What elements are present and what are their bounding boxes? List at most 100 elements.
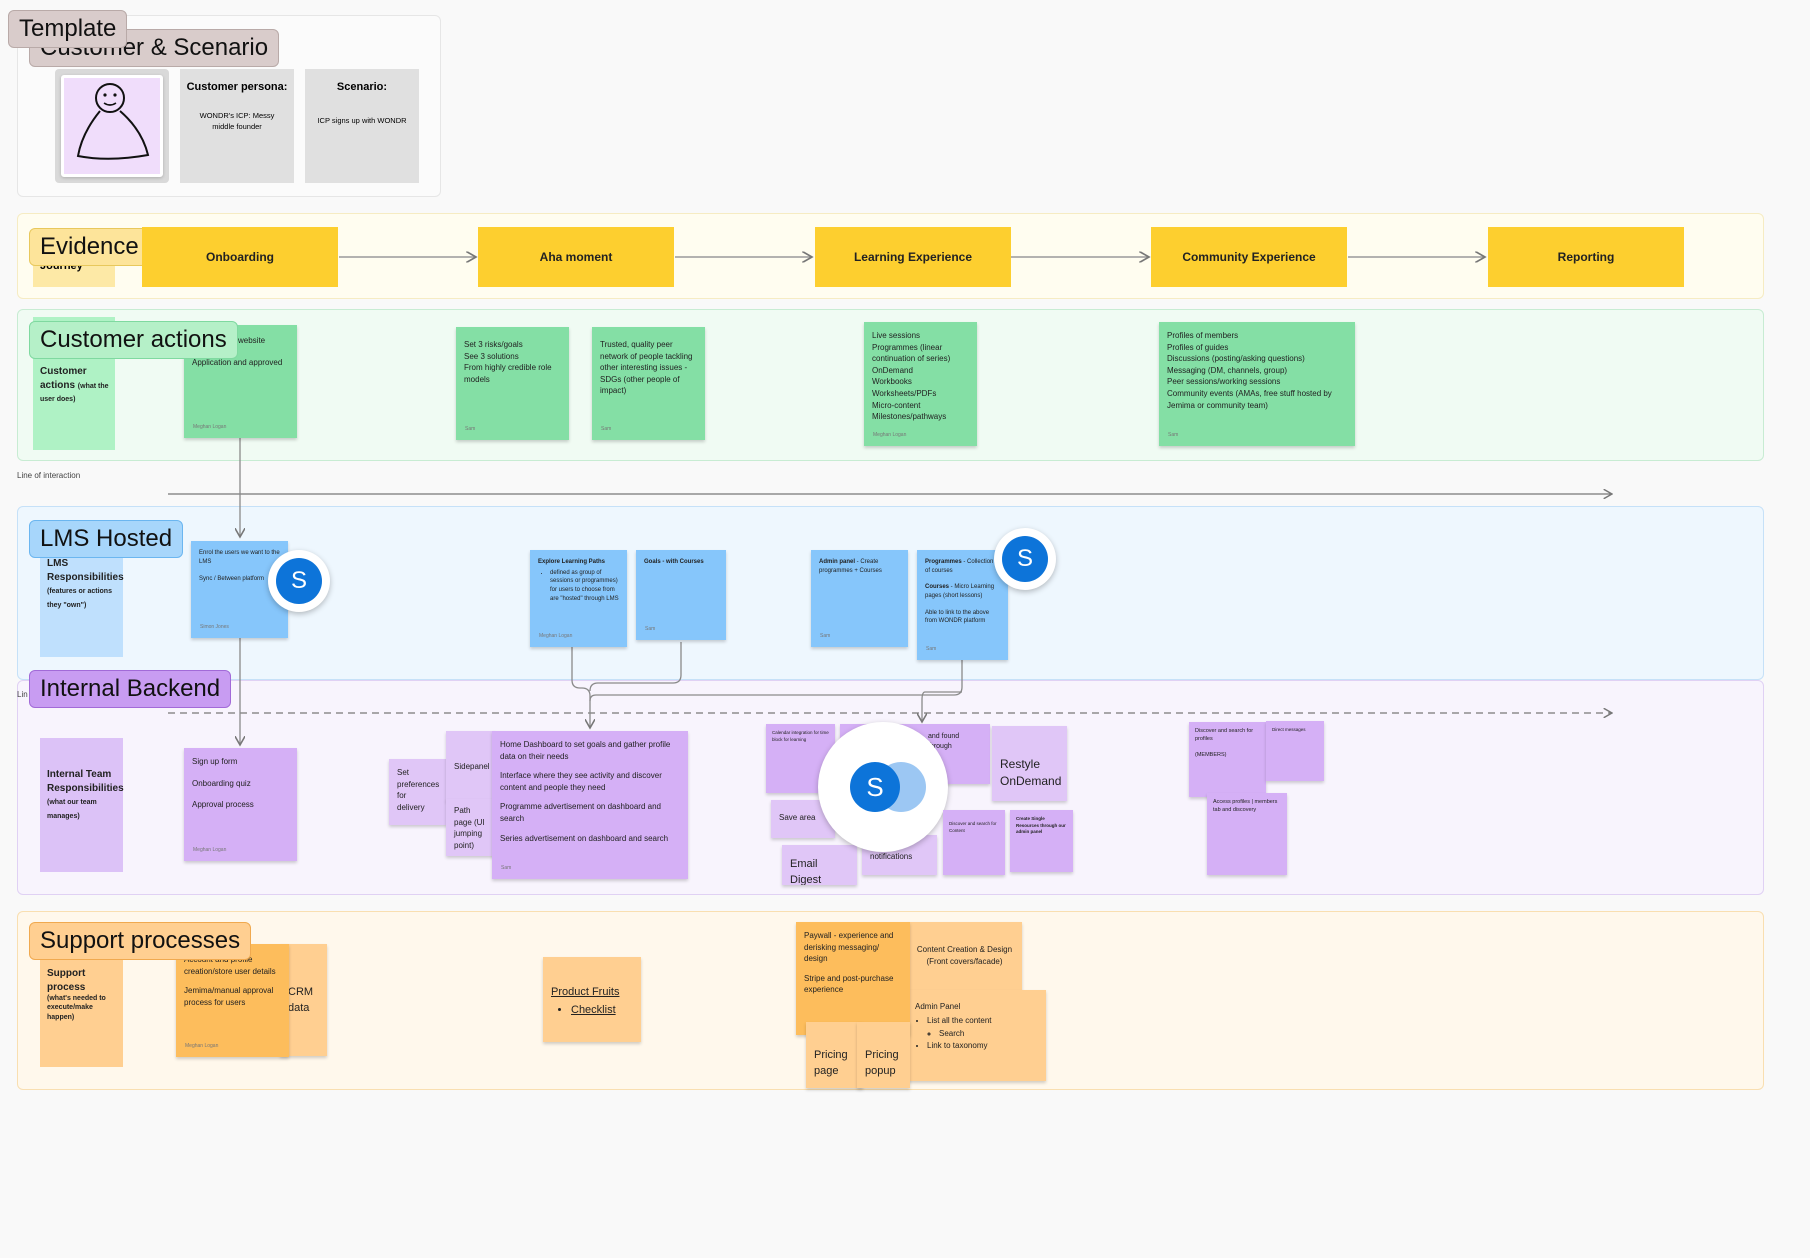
sticky-explore-learning-paths[interactable]: Explore Learning Paths defined as group … [530,550,627,647]
sticky-peer-network[interactable]: Trusted, quality peer network of people … [592,327,705,440]
sticky-text: Sidepanel [454,762,490,771]
sticky-author: Meghan Logan [185,1042,219,1049]
sticky-text: Profiles of members Profiles of guides D… [1167,331,1332,410]
sticky-community-features[interactable]: Profiles of members Profiles of guides D… [1159,322,1355,446]
sticky-author: Meghan Logan [873,431,907,438]
section-tag-lms-hosted: LMS Hosted [29,520,184,558]
sticky-author: Meghan Logan [193,846,227,853]
persona-illustration [61,75,163,177]
sticky-access-profiles[interactable]: Access profiles | members tab and discov… [1207,793,1287,875]
sticky-admin-panel[interactable]: Admin panel - Create programmes + Course… [811,550,908,647]
sticky-programmes-courses[interactable]: Programmes - Collection of courses Cours… [917,550,1008,660]
row-label-main: Customer actions [40,366,87,391]
sticky-title: Courses [925,584,950,591]
sticky-text: Access profiles | members tab and discov… [1213,799,1278,813]
sticky-home-dashboard[interactable]: Home Dashboard to set goals and gather p… [492,731,688,879]
sticky-text: Create Single Resources through our admi… [1016,816,1066,835]
stage-aha-moment: Aha moment [478,227,674,287]
sticky-set-preferences[interactable]: Set preferences for delivery [389,759,447,825]
sticky-title: Admin panel [819,559,856,565]
sticky-bullet-nested: Search [927,1028,1038,1040]
sticky-text: Restyle OnDemand [1000,757,1062,789]
sticky-bullet: List all the content [927,1015,1038,1027]
sticky-discover-content[interactable]: Discover and search for Content [943,810,1005,875]
sticky-bullets: List all the content Search Link to taxo… [915,1015,1038,1052]
sticky-line: Sync / Between platform [199,576,265,583]
support-row-text: Support process (what's needed to execut… [47,967,121,1022]
row-label-main: Internal Team Responsibilities [47,769,124,794]
sticky-text: notifications [870,851,913,861]
sticky-restyle-ondemand[interactable]: Restyle OnDemand [992,726,1067,801]
sticky-text: Content Creation & Design (Front covers/… [916,945,1013,966]
sticky-product-fruits[interactable]: Product Fruits Checklist [543,957,641,1042]
sticky-text: Direct messages [1272,727,1306,732]
sticky-text: Path page (UI jumping point) [454,806,485,850]
collaborator-avatar[interactable]: S [268,550,330,612]
sticky-risks-goals[interactable]: Set 3 risks/goals See 3 solutions From h… [456,327,569,440]
sticky-pricing-popup[interactable]: Pricing popup [857,1022,910,1088]
sticky-link[interactable]: Product Fruits [551,986,620,998]
sticky-sidepanel[interactable]: Sidepanel [446,731,496,801]
template-label: Template [8,10,128,48]
support-row-label: Support process (what's needed to execut… [40,943,123,1067]
sticky-learning-formats[interactable]: Live sessions Programmes (linear continu… [864,322,977,446]
sticky-text: Pricing popup [865,1049,899,1077]
section-tag-evidence: Evidence [29,228,150,266]
sticky-line: Enrol the users we want to the LMS [199,550,280,565]
sticky-account-creation[interactable]: Account and profile creation/store user … [176,944,289,1057]
sticky-author: Sam [926,645,937,652]
stage-community-experience: Community Experience [1151,227,1347,287]
row-label-sub: (what the user does) [40,382,109,404]
sticky-content-creation[interactable]: Content Creation & Design (Front covers/… [907,922,1022,997]
sticky-text: Discover and search for Content [949,821,997,833]
row-label-main: Support process [47,968,86,993]
sticky-author: Simon Jones [200,623,229,630]
scenario-text: ICP signs up with WONDR [317,116,407,125]
sticky-single-resources[interactable]: Create Single Resources through our admi… [1010,810,1073,872]
sticky-path-page[interactable]: Path page (UI jumping point) [446,799,496,856]
stage-onboarding: Onboarding [142,227,338,287]
sticky-title: Explore Learning Paths [538,559,606,565]
sticky-author: Sam [601,425,612,432]
sticky-pricing-page[interactable]: Pricing page [806,1022,863,1088]
collaborator-avatar[interactable]: S [994,528,1056,590]
persona-text: WONDR's ICP: Messy middle founder [199,111,275,131]
sticky-author: Sam [1168,431,1179,438]
sticky-line: Interface where they see activity and di… [500,771,662,792]
sticky-paywall[interactable]: Paywall - experience and derisking messa… [796,922,910,1035]
sticky-goals-courses[interactable]: Goals - with Courses Sam [636,550,726,640]
sticky-author: Sam [465,425,476,432]
sticky-text: Programmes - Collection of courses [925,558,1000,575]
sticky-line: website [238,336,266,345]
sticky-text: CRM data [288,986,314,1014]
avatar-initial: S [850,762,900,812]
sticky-text: Calendar integration for time block for … [772,730,829,742]
sticky-line: - Create programmes + Courses [819,559,882,574]
sticky-email-digest[interactable]: Email Digest [782,845,857,885]
row-label-sub: (what our team manages) [47,799,97,820]
scenario-box: Scenario: ICP signs up with WONDR [305,69,419,183]
sticky-line: Home Dashboard to set goals and gather p… [500,740,671,761]
sticky-text: Pricing page [814,1049,848,1077]
sticky-title: Programmes [925,559,962,565]
sticky-line: Programme advertisement on dashboard and… [500,802,661,823]
sticky-admin-panel-support[interactable]: Admin Panel List all the content Search … [907,990,1046,1081]
sticky-text: Discover and search for profiles (MEMBER… [1195,728,1254,758]
sticky-link[interactable]: Checklist [571,1003,633,1019]
sticky-text: and found through [928,733,960,751]
section-tag-support-processes: Support processes [29,922,252,960]
sticky-direct-messages[interactable]: Direct messages [1266,721,1324,781]
avatar-initial: S [1002,536,1048,582]
sticky-line: Stripe and post-purchase experience [804,973,894,995]
sticky-line: Paywall - experience and derisking messa… [804,931,894,964]
sticky-discover-profiles[interactable]: Discover and search for profiles (MEMBER… [1189,722,1266,797]
sticky-text: Set preferences for delivery [397,768,440,812]
backend-row-label: Internal Team Responsibilities (what our… [40,738,124,872]
collaborator-avatar-large[interactable]: S [818,722,948,852]
sticky-line: Approval process [192,800,254,810]
sticky-text: Admin panel - Create programmes + Course… [819,558,900,575]
avatar-initial: S [276,558,322,604]
sticky-author: Meghan Logan [193,423,227,430]
stage-learning-experience: Learning Experience [815,227,1011,287]
sticky-signup-onboarding[interactable]: Sign up form Onboarding quiz Approval pr… [184,748,297,861]
